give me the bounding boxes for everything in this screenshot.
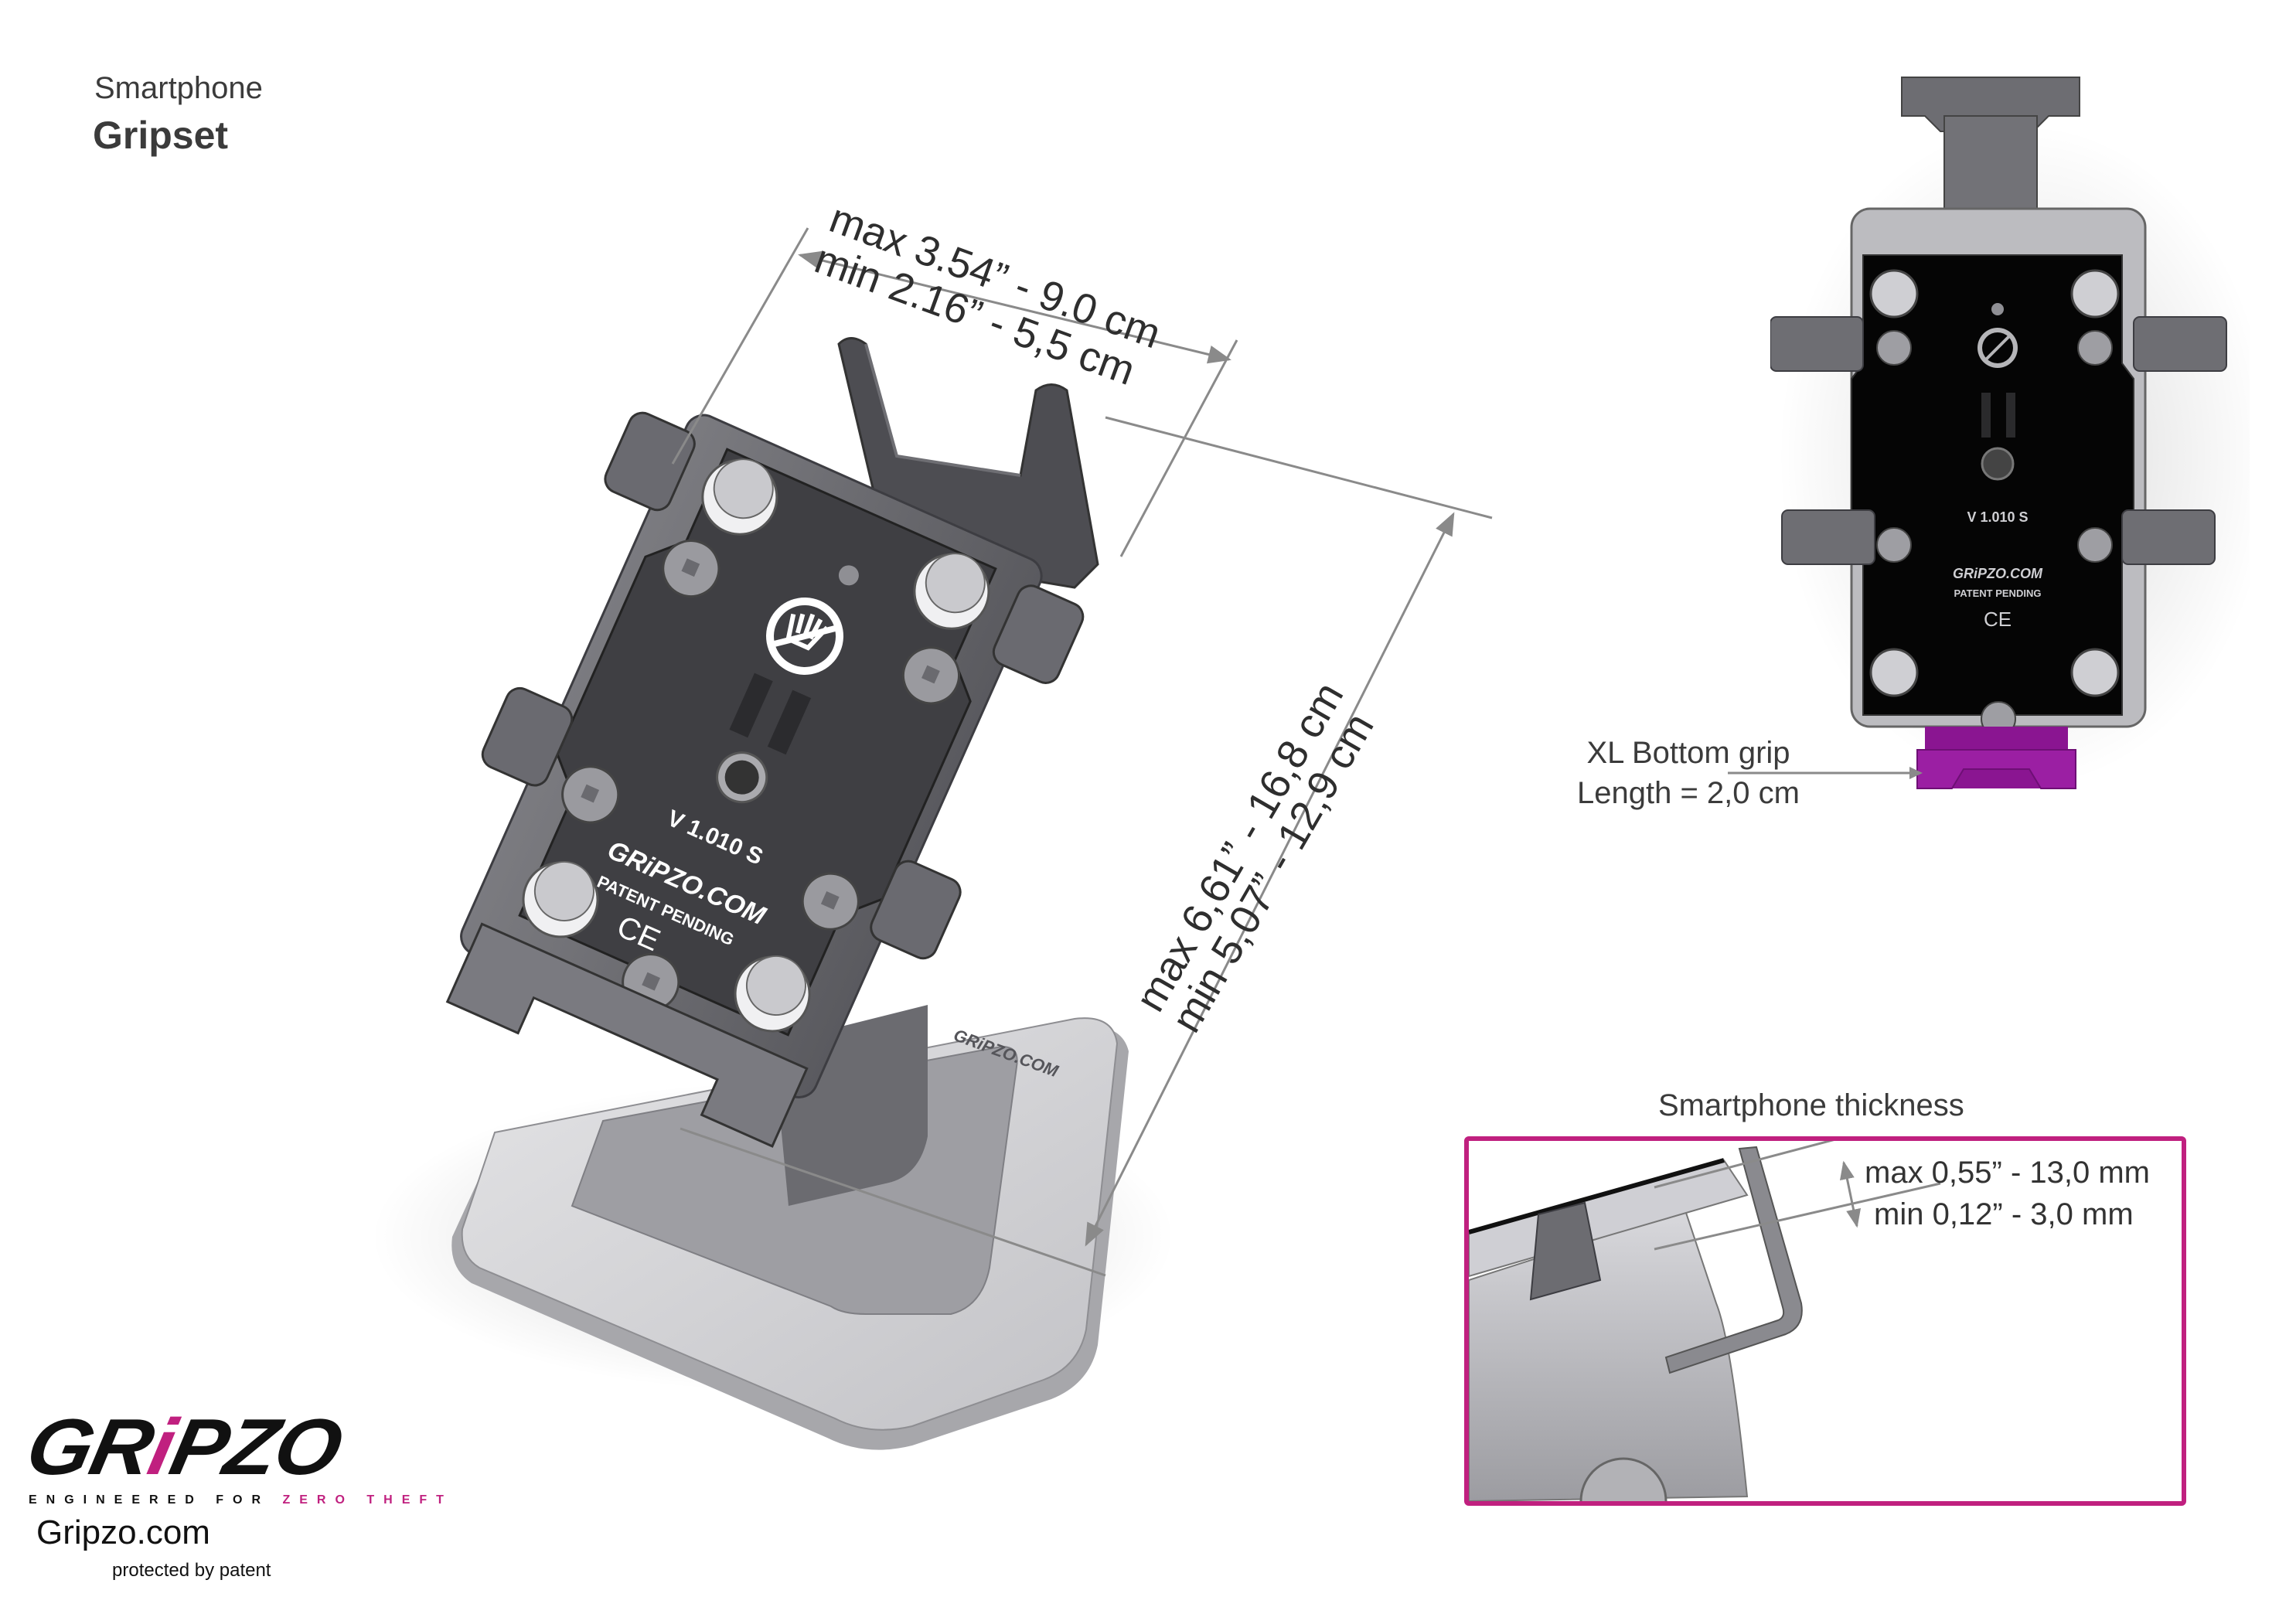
product-category: Smartphone — [94, 71, 263, 105]
patent-note: protected by patent — [112, 1560, 271, 1581]
side-clamps — [481, 411, 1085, 960]
top-view-anti-theft-icon — [1977, 328, 2018, 368]
xl-bottom-grip — [1916, 727, 2076, 789]
top-view-ce-mark: CE — [1984, 608, 2012, 631]
top-view-version-label: V 1.010 S — [1967, 509, 2028, 525]
bottom-grip — [445, 922, 809, 1148]
xl-callout-line2: Length = 2,0 cm — [1577, 776, 1800, 810]
product-title: Gripset — [93, 114, 229, 157]
anti-theft-hand-icon — [766, 597, 844, 675]
logo-wordmark: GRiPZO — [19, 1402, 349, 1491]
xl-callout-arrow — [1728, 767, 1923, 779]
thickness-detail-frame — [1464, 1136, 2186, 1506]
top-view: V 1.010 S GRiPZO.COM PATENT PENDING CE — [1770, 77, 2250, 789]
xl-bottom-grip-callout: XL Bottom grip Length = 2,0 cm — [1577, 733, 1800, 813]
pin-bottom-left — [522, 860, 599, 938]
thickness-max: max 0,55” - 13,0 mm — [1865, 1156, 2151, 1190]
website-link[interactable]: Gripzo.com — [36, 1514, 210, 1551]
holder-body: V 1.010 S GRiPZO.COM PATENT PENDING CE — [445, 411, 1085, 1148]
xl-callout-line1: XL Bottom grip — [1586, 736, 1790, 770]
top-view-side-clamps — [1770, 316, 2227, 565]
thickness-dimension-label: max 0,55” - 13,0 mm min 0,12” - 3,0 mm — [1865, 1152, 2150, 1235]
thickness-detail-illustration — [1469, 1141, 1941, 1501]
top-view-patent-label: PATENT PENDING — [1954, 587, 2042, 599]
logo-tagline: ENGINEERED FOR ZERO THEFT — [29, 1493, 453, 1507]
brand-logo: GRiPZO ENGINEERED FOR ZERO THEFT — [19, 1402, 453, 1507]
thickness-title: Smartphone thickness — [1658, 1088, 1964, 1122]
top-view-brand-label: GRiPZO.COM — [1953, 566, 2043, 581]
pin-bottom-right — [734, 955, 811, 1033]
pin-top-right — [913, 553, 990, 630]
thickness-min: min 0,12” - 3,0 mm — [1874, 1197, 2134, 1231]
length-dimension-lines — [680, 416, 1493, 1277]
pin-top-left — [701, 458, 778, 536]
